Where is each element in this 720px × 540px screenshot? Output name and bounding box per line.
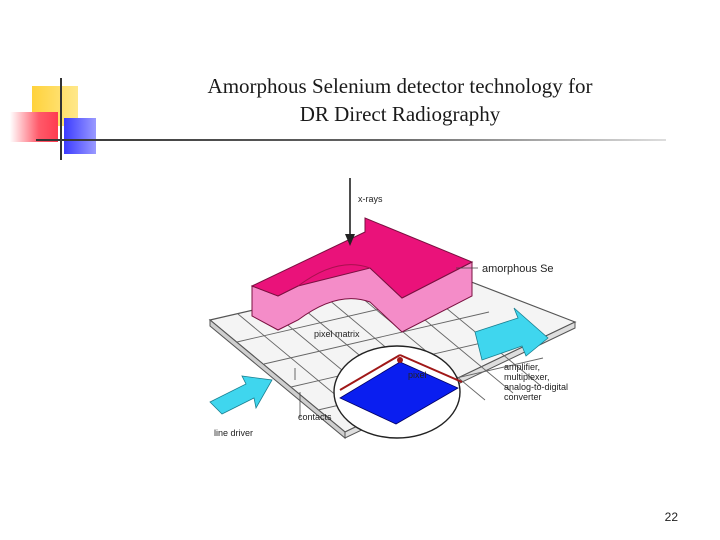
- slide-title: Amorphous Selenium detector technology f…: [150, 72, 650, 128]
- pixel-zoom-circle: [333, 345, 463, 439]
- label-pixel-matrix: pixel matrix: [314, 329, 360, 339]
- selenium-layer: [250, 217, 474, 333]
- label-line-driver: line driver: [214, 428, 253, 438]
- label-converter: converter: [504, 392, 542, 402]
- label-multiplexer: multiplexer,: [504, 372, 550, 382]
- line-driver-arrow: [209, 375, 273, 415]
- deco-blue-square: [64, 118, 96, 154]
- title-line-1: Amorphous Selenium detector technology f…: [207, 74, 593, 98]
- xray-arrow: [345, 178, 355, 246]
- deco-red-square: [10, 112, 58, 142]
- label-xrays: x-rays: [358, 194, 383, 204]
- deco-horizontal-line: [36, 139, 666, 141]
- label-amplifier: amplifier,: [504, 362, 540, 372]
- label-contacts: contacts: [298, 412, 332, 422]
- deco-vertical-line: [60, 78, 62, 160]
- label-analog-to-digital: analog-to-digital: [504, 382, 568, 392]
- title-line-2: DR Direct Radiography: [299, 102, 501, 126]
- output-arrow: [474, 307, 549, 361]
- detector-diagram: x-rays amorphous Se pixel matrix pixel c…: [208, 178, 577, 440]
- leader-lines: [294, 267, 478, 418]
- label-pixel: pixel: [408, 370, 427, 380]
- label-amorphous-se: amorphous Se: [482, 263, 554, 275]
- page-number: 22: [664, 510, 678, 524]
